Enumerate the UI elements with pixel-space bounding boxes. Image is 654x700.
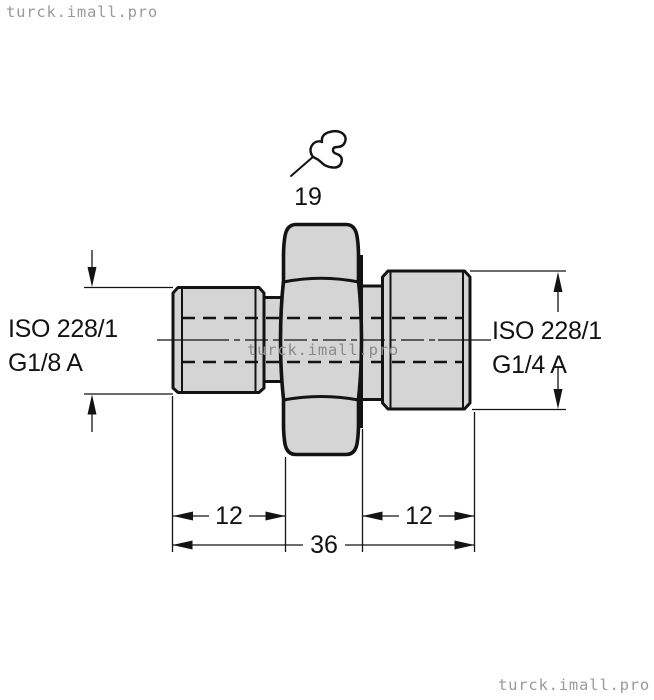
- watermark-bottom-right: turck.imall.pro: [498, 676, 650, 694]
- dimension-12-left: [173, 511, 286, 521]
- dimension-value-overall-36: 36: [310, 531, 338, 559]
- dimension-value-right-12: 12: [405, 502, 433, 530]
- right-diameter-dimension: [470, 270, 566, 411]
- left-thread-label: ISO 228/1 G1/8 A: [8, 312, 118, 380]
- bottom-extension-lines: [171, 396, 476, 552]
- watermark-top-left: turck.imall.pro: [6, 3, 158, 21]
- wrench-icon: [290, 129, 347, 177]
- watermark-center: turck.imall.pro: [247, 341, 399, 359]
- left-thread-standard: ISO 228/1: [8, 315, 118, 343]
- hex-nut: [278, 222, 364, 457]
- right-thread-label: ISO 228/1 G1/4 A: [492, 314, 602, 382]
- left-thread-size: G1/8 A: [8, 349, 83, 377]
- right-thread-standard: ISO 228/1: [492, 317, 602, 345]
- dimension-value-left-12: 12: [215, 502, 243, 530]
- dimension-12-right: [362, 511, 475, 521]
- right-neck: [359, 284, 385, 401]
- dimension-36-overall: [172, 540, 475, 550]
- right-thread-size: G1/4 A: [492, 351, 567, 379]
- left-diameter-dimension: [84, 250, 173, 432]
- wrench-size-label: 19: [294, 183, 322, 211]
- hidden-thread-lines: [182, 316, 462, 364]
